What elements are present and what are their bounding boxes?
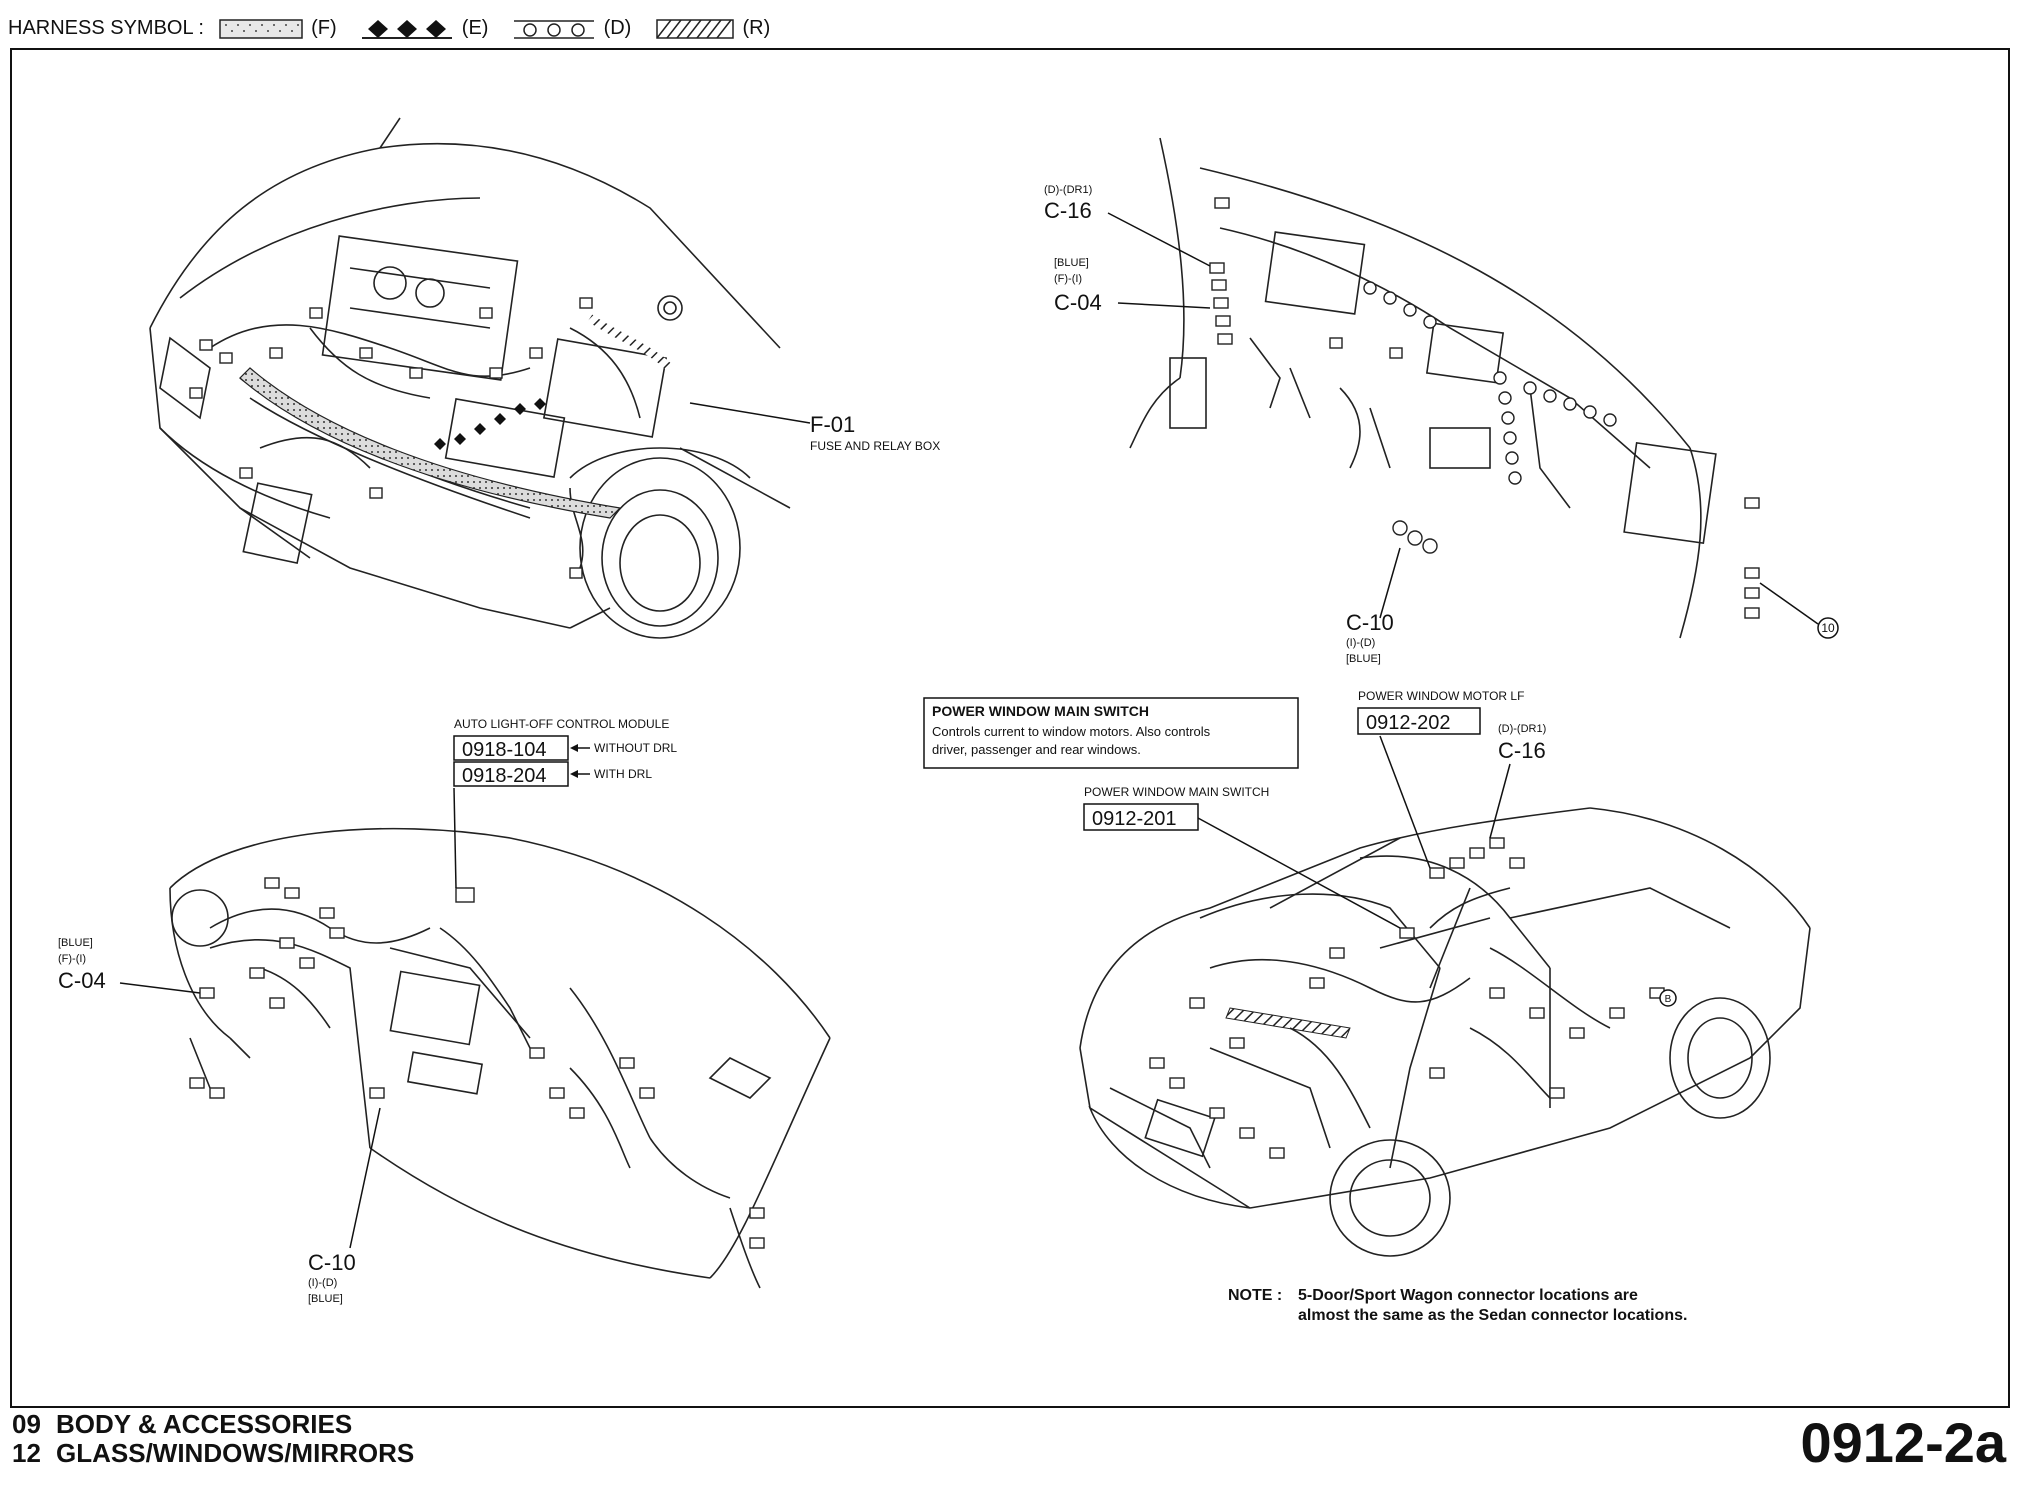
c04-bottom-color: [BLUE] — [58, 937, 93, 949]
ten-leader-line — [1759, 582, 1819, 625]
c16-top-leader-line — [1107, 212, 1211, 267]
harness-symbol-legend: HARNESS SYMBOL : (F) (E) (D) (R) — [8, 8, 770, 48]
harness-symbol-title: HARNESS SYMBOL : — [8, 17, 204, 39]
motor-lf-code-box — [1357, 707, 1481, 735]
wiring-diagram: F-01 FUSE AND RELAY BOX (D)-(DR1) — [10, 48, 2010, 1408]
c10-bottom-leader-line — [349, 1107, 381, 1249]
dashboard-wires — [209, 908, 761, 1289]
auto-light-code1-box — [453, 735, 569, 761]
harness-r-path — [587, 314, 673, 371]
section-number: 09 — [12, 1409, 41, 1439]
harness-d-path-cabin — [1363, 281, 1617, 554]
harness-r-band-sedan — [1225, 1007, 1351, 1039]
sedan-wires — [1209, 837, 1611, 1129]
motor-lf-title: POWER WINDOW MOTOR LF — [1358, 689, 1524, 703]
f01-leader-line — [689, 402, 811, 424]
c10-top-color: [BLUE] — [1346, 653, 1381, 665]
c10-bottom-color: [BLUE] — [308, 1293, 343, 1305]
engine-connectors — [189, 297, 593, 579]
auto-light-note2: WITH DRL — [594, 767, 652, 781]
harness-code-e: (E) — [461, 17, 489, 39]
ten-marker-label: 10 — [1821, 621, 1835, 635]
auto-light-leader-line — [453, 787, 457, 889]
sedan-illustration — [1079, 807, 1811, 1257]
harness-pattern-hatched-icon — [656, 18, 734, 39]
cabin-connectors — [1209, 197, 1760, 619]
c04-top-color: [BLUE] — [1054, 257, 1089, 269]
harness-pattern-circle-icon — [514, 19, 595, 39]
harness-f-band — [239, 367, 622, 519]
section-name: BODY & ACCESSORIES — [56, 1409, 353, 1439]
b-marker — [1659, 989, 1677, 1007]
harness-code-r: (R) — [742, 17, 771, 39]
motor-lf-leader-line — [1379, 735, 1431, 869]
harness-pattern-diamond-icon — [362, 19, 453, 39]
c04-bottom-leader-line — [119, 982, 201, 994]
sedan-connectors — [1149, 837, 1665, 1159]
pwms-info-line2: driver, passenger and rear windows. — [932, 742, 1141, 757]
cabin-interior-illustration — [1129, 137, 1717, 639]
c16-top-sub: (D)-(DR1) — [1044, 184, 1092, 196]
c04-top-sub: (F)-(I) — [1054, 273, 1082, 285]
c10-bottom-sub: (I)-(D) — [308, 1277, 337, 1289]
pwms-leader-line — [1197, 817, 1401, 929]
motor-lf-code: 0912-202 — [1366, 712, 1451, 734]
note-line1: 5-Door/Sport Wagon connector locations a… — [1298, 1287, 1638, 1304]
f01-code: F-01 — [810, 412, 855, 437]
section-footer: 09 BODY & ACCESSORIES 12 GLASS/WINDOWS/MIR… — [12, 1410, 414, 1468]
subsection-row: 12 GLASS/WINDOWS/MIRRORS — [12, 1439, 414, 1468]
pwms-info-box — [923, 697, 1299, 769]
subsection-name: GLASS/WINDOWS/MIRRORS — [56, 1438, 415, 1468]
dashboard-illustration — [169, 827, 831, 1279]
c04-bottom-code: C-04 — [58, 968, 106, 993]
c10-top-leader-line — [1379, 547, 1401, 619]
f01-desc: FUSE AND RELAY BOX — [810, 439, 940, 453]
auto-light-note1: WITHOUT DRL — [594, 741, 677, 755]
auto-light-title: AUTO LIGHT-OFF CONTROL MODULE — [454, 717, 669, 731]
auto-light-code1: 0918-104 — [462, 739, 547, 761]
auto-light-code2-box — [453, 761, 569, 787]
c04-top-leader-line — [1117, 302, 1211, 309]
dashboard-connectors — [189, 877, 765, 1249]
harness-pattern-dotted-icon — [218, 18, 303, 39]
pwms-code: 0912-201 — [1092, 808, 1177, 830]
pwms-code-box — [1083, 803, 1199, 831]
auto-light-code2: 0918-204 — [462, 765, 547, 787]
c16-bottom-leader-line — [1489, 763, 1511, 839]
auto-light-arrowhead1 — [570, 744, 578, 752]
harness-code-d: (D) — [603, 17, 632, 39]
section-row: 09 BODY & ACCESSORIES — [12, 1410, 414, 1439]
c16-top-code: C-16 — [1044, 198, 1092, 223]
pwms-title: POWER WINDOW MAIN SWITCH — [1084, 785, 1269, 799]
b-marker-label: B — [1665, 994, 1672, 1005]
pwms-info-title: POWER WINDOW MAIN SWITCH — [932, 703, 1149, 719]
harness-e-path — [434, 398, 546, 450]
c10-top-sub: (I)-(D) — [1346, 637, 1375, 649]
c16-bottom-sub: (D)-(DR1) — [1498, 723, 1546, 735]
note-label: NOTE : — [1228, 1287, 1282, 1304]
pwms-info-line1: Controls current to window motors. Also … — [932, 724, 1211, 739]
c10-top-code: C-10 — [1346, 610, 1394, 635]
c10-bottom-code: C-10 — [308, 1250, 356, 1275]
auto-light-arrowhead2 — [570, 770, 578, 778]
harness-code-f: (F) — [311, 17, 337, 39]
subsection-number: 12 — [12, 1438, 41, 1468]
page-code: 0912-2a — [1800, 1411, 2006, 1474]
ten-marker — [1817, 617, 1839, 639]
c16-bottom-code: C-16 — [1498, 738, 1546, 763]
c04-top-code: C-04 — [1054, 290, 1102, 315]
engine-bay-illustration — [149, 117, 791, 639]
note-line2: almost the same as the Sedan connector l… — [1298, 1307, 1687, 1324]
c04-bottom-sub: (F)-(I) — [58, 953, 86, 965]
